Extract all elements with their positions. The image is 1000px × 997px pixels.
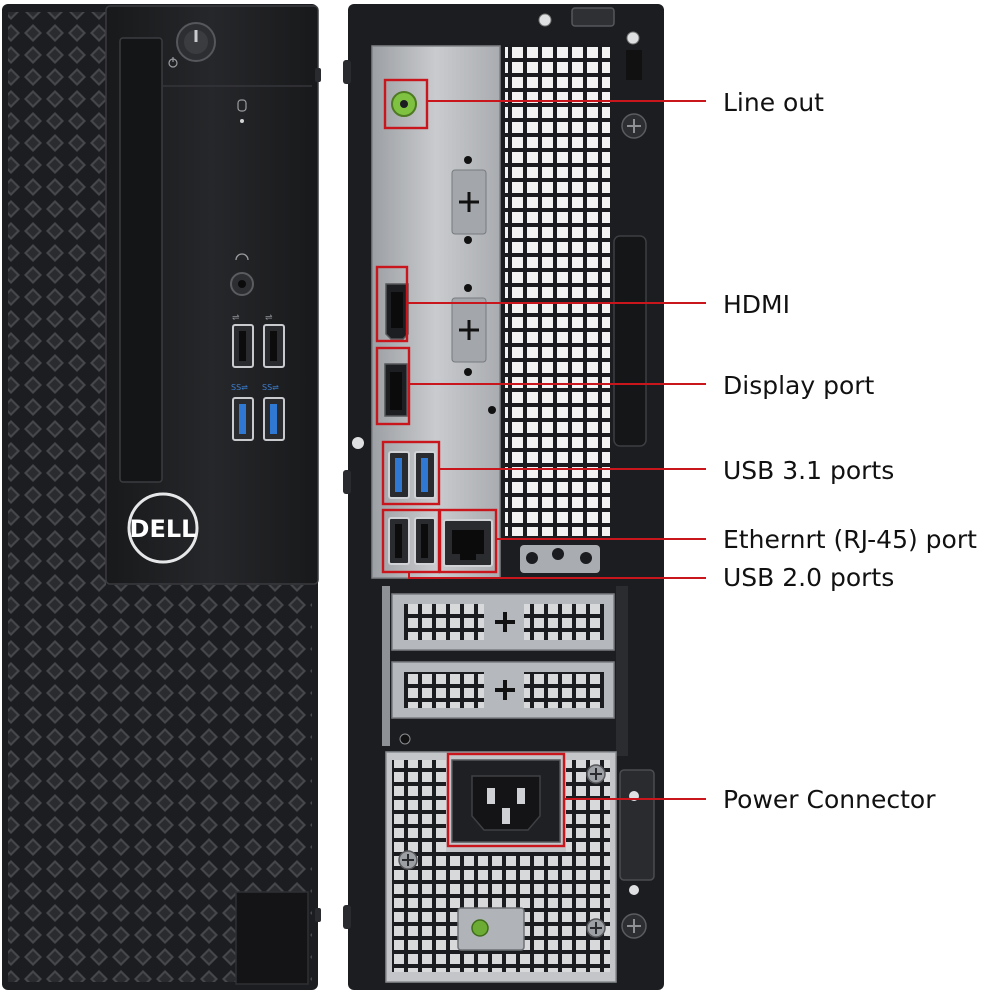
svg-text:SS⇌: SS⇌ <box>231 383 248 392</box>
rear-usb31-port[interactable] <box>414 451 436 499</box>
ethernet-label: Ethernrt (RJ-45) port <box>723 525 977 554</box>
power-label: Power Connector <box>723 785 936 814</box>
tower-front: ⇌ ⇌ SS⇌ SS⇌ DELL <box>2 4 321 990</box>
power-button[interactable] <box>176 22 216 62</box>
line-out-highlight <box>383 78 429 130</box>
svg-text:SS⇌: SS⇌ <box>262 383 279 392</box>
ethernet-port[interactable] <box>443 519 493 567</box>
front-usb3-port[interactable] <box>232 397 254 441</box>
usb31-label: USB 3.1 ports <box>723 456 894 485</box>
tower-rear <box>343 4 664 990</box>
usb-superspeed-icon: SS⇌ SS⇌ <box>231 383 279 392</box>
rear-vent <box>505 44 610 536</box>
power-connector[interactable] <box>451 759 561 843</box>
hdmi-label: HDMI <box>723 290 790 319</box>
usb20-label: USB 2.0 ports <box>723 563 894 592</box>
display-port[interactable] <box>384 363 408 417</box>
headset-icon <box>235 253 249 261</box>
power-icon <box>168 57 178 68</box>
display-port-label: Display port <box>723 371 875 400</box>
usb31-highlight <box>381 440 441 506</box>
side-latch <box>613 235 647 447</box>
drive-activity-icon <box>237 99 247 123</box>
psu-test-button[interactable] <box>457 907 525 951</box>
front-usb2-port[interactable] <box>263 324 285 368</box>
front-grille-left <box>8 12 106 982</box>
display-port-highlight <box>375 346 411 426</box>
optical-drive-bay <box>119 37 163 483</box>
usb-icon: ⇌ ⇌ <box>232 313 273 323</box>
line-out-jack[interactable] <box>391 91 417 117</box>
rear-handle <box>571 7 615 27</box>
usb20-leader <box>408 572 706 579</box>
rear-usb20-port[interactable] <box>388 517 410 565</box>
expansion-slot-cover <box>391 593 615 651</box>
headset-jack[interactable] <box>230 272 254 296</box>
brand-text: DELL <box>130 515 197 543</box>
dell-logo: DELL <box>127 492 199 564</box>
line-out-label: Line out <box>723 88 824 117</box>
rear-bracket <box>619 769 655 881</box>
hdmi-port[interactable] <box>385 283 409 340</box>
usb20-highlight <box>381 508 441 574</box>
callouts: Line out HDMI Display port USB 3.1 ports… <box>375 78 977 848</box>
psu-screw <box>586 918 606 938</box>
psu-vent <box>392 760 446 972</box>
front-foot-pad <box>235 891 309 985</box>
svg-text:⇌: ⇌ <box>265 313 273 323</box>
expansion-slot-cover <box>391 661 615 719</box>
front-usb3-port[interactable] <box>263 397 285 441</box>
front-usb2-port[interactable] <box>232 324 254 368</box>
rear-usb31-port[interactable] <box>388 451 410 499</box>
psu-screw <box>586 764 606 784</box>
rear-usb20-port[interactable] <box>414 517 436 565</box>
svg-text:⇌: ⇌ <box>232 313 240 323</box>
psu-screw <box>398 850 418 870</box>
